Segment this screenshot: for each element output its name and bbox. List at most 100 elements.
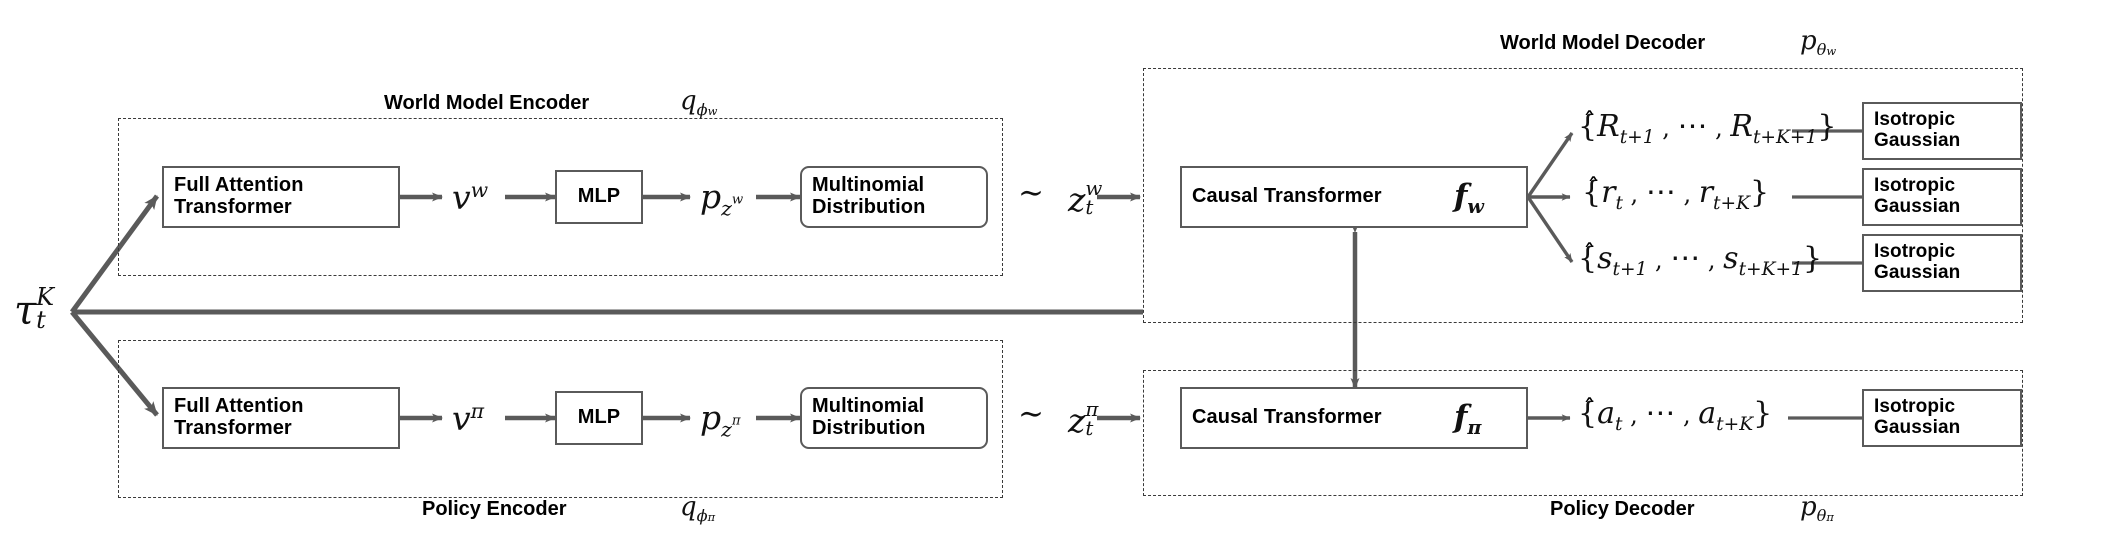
brace-open-3: { — [1578, 241, 1598, 276]
wm-fat-line1: Full Attention — [174, 174, 304, 197]
isotropic-gaussian-box-1[interactable]: Isotropic Gaussian — [1862, 102, 2022, 160]
pol-multinomial-line2: Distribution — [812, 417, 926, 439]
policy-encoder-group — [118, 340, 1003, 498]
ig3-label: Isotropic Gaussian — [1864, 242, 1960, 283]
pol-mlp-label: MLP — [577, 406, 621, 429]
wm-multinomial-label: Multinomial Distribution — [802, 175, 925, 218]
wm-causal-label: Causal Transformer — [1192, 185, 1382, 208]
rew-first-sub: t — [1615, 193, 1623, 214]
pol-z-sub: t — [1085, 416, 1094, 440]
wm-z-sup: w — [1085, 177, 1103, 200]
brace-close-3: } — [1802, 241, 1823, 276]
st-first-sub: t+1 — [1612, 259, 1648, 280]
world-model-encoder-caption: World Model Encoder — [384, 92, 590, 114]
ig4-line1: Isotropic — [1874, 396, 1956, 418]
world-model-multinomial-distribution-box[interactable]: Multinomial Distribution — [800, 166, 988, 228]
world-model-tilde-symbol: ∼ — [1018, 175, 1044, 211]
wm-multinomial-line1: Multinomial — [812, 174, 925, 197]
pol-f-base: f — [1454, 399, 1468, 435]
rtg-first-sub: t+1 — [1619, 127, 1655, 148]
tau-sup: K — [36, 283, 55, 311]
pe-sym-sub: ϕ — [696, 506, 708, 526]
wm-f-base: f — [1454, 178, 1468, 214]
world-model-p-symbol: pzw — [700, 180, 743, 219]
ellipsis-1: ⋯ — [1677, 109, 1708, 144]
ellipsis-4: ⋯ — [1645, 396, 1676, 431]
ig4-line2: Gaussian — [1874, 417, 1961, 438]
wm-p-sub-sup: w — [731, 192, 744, 208]
pol-v-sup: π — [470, 399, 485, 423]
wmd-sym-sub: θ — [1816, 40, 1827, 60]
policy-tilde-symbol: ∼ — [1018, 396, 1044, 432]
wm-v-base: v — [452, 178, 471, 217]
wm-f-sub: w — [1467, 195, 1484, 219]
policy-p-symbol: pzπ — [700, 401, 741, 440]
policy-decoder-caption: Policy Decoder — [1550, 498, 1695, 520]
pd-sym-base: p — [1800, 492, 1817, 522]
pol-fat-label: Full Attention Transformer — [164, 396, 304, 439]
wmd-sym-sub2: w — [1826, 44, 1837, 59]
wme-sym-base: q — [680, 86, 697, 116]
ig4-label: Isotropic Gaussian — [1864, 397, 1960, 438]
brace-open-2: { — [1582, 175, 1602, 210]
wme-sym-sub: ϕ — [696, 100, 708, 120]
policy-full-attention-transformer-box[interactable]: Full Attention Transformer — [162, 387, 400, 449]
pol-p-sub-sup: π — [731, 413, 741, 429]
pe-sym-base: q — [680, 492, 697, 522]
policy-v-symbol: vπ — [452, 401, 484, 435]
ig2-line2: Gaussian — [1874, 196, 1961, 217]
world-model-mlp-box[interactable]: MLP — [555, 170, 643, 224]
pol-p-base: p — [700, 398, 722, 437]
wm-p-base: p — [700, 177, 722, 216]
reward-to-go-set-label: {Rt+1 , ⋯ , Rt+K+1} — [1578, 109, 1837, 148]
ig1-line2: Gaussian — [1874, 130, 1961, 151]
brace-open-1: { — [1578, 109, 1598, 144]
pol-fat-line2: Transformer — [174, 417, 292, 439]
policy-multinomial-distribution-box[interactable]: Multinomial Distribution — [800, 387, 988, 449]
state-set-label: {st+1 , ⋯ , st+K+1} — [1578, 241, 1823, 280]
world-model-decoder-caption: World Model Decoder — [1500, 32, 1706, 54]
act-last-sub: t+K — [1716, 414, 1754, 435]
st-head-2: s — [1723, 241, 1739, 276]
wm-fat-label: Full Attention Transformer — [164, 175, 304, 218]
ig1-label: Isotropic Gaussian — [1864, 110, 1960, 151]
pol-z-base: z — [1068, 400, 1086, 440]
policy-mlp-box[interactable]: MLP — [555, 391, 643, 445]
world-model-causal-transformer-box[interactable]: Causal Transformer fw — [1180, 166, 1528, 228]
pd-sym-sub2: π — [1826, 510, 1834, 525]
pol-causal-label: Causal Transformer — [1192, 406, 1382, 429]
rew-head-1: r — [1601, 175, 1616, 210]
wmd-sym-base: p — [1800, 26, 1817, 56]
rew-last-sub: t+K — [1713, 193, 1750, 214]
world-model-causal-symbol: fw — [1454, 178, 1484, 219]
isotropic-gaussian-box-4[interactable]: Isotropic Gaussian — [1862, 389, 2022, 447]
pol-p-sub: z — [721, 417, 732, 442]
st-head-1: s — [1597, 241, 1613, 276]
brace-close-2: } — [1750, 175, 1770, 210]
brace-open-4: { — [1578, 396, 1598, 431]
wm-v-sup: w — [470, 178, 489, 202]
wm-fat-line2: Transformer — [174, 196, 292, 218]
ig2-label: Isotropic Gaussian — [1864, 176, 1960, 217]
ig2-line1: Isotropic — [1874, 175, 1956, 197]
rew-head-2: r — [1698, 175, 1714, 210]
pol-v-base: v — [452, 399, 471, 438]
world-model-full-attention-transformer-box[interactable]: Full Attention Transformer — [162, 166, 400, 228]
wm-z-sub: t — [1085, 195, 1094, 219]
isotropic-gaussian-box-2[interactable]: Isotropic Gaussian — [1862, 168, 2022, 226]
ellipsis-2: ⋯ — [1645, 175, 1676, 210]
wm-p-sub: z — [721, 196, 732, 221]
tau-base: τ — [14, 288, 37, 335]
policy-causal-transformer-box[interactable]: Causal Transformer fπ — [1180, 387, 1528, 449]
pol-multinomial-label: Multinomial Distribution — [802, 396, 925, 439]
act-first-sub: t — [1614, 414, 1623, 435]
action-set-label: {at , ⋯ , at+K} — [1578, 396, 1773, 435]
isotropic-gaussian-box-3[interactable]: Isotropic Gaussian — [1862, 234, 2022, 292]
